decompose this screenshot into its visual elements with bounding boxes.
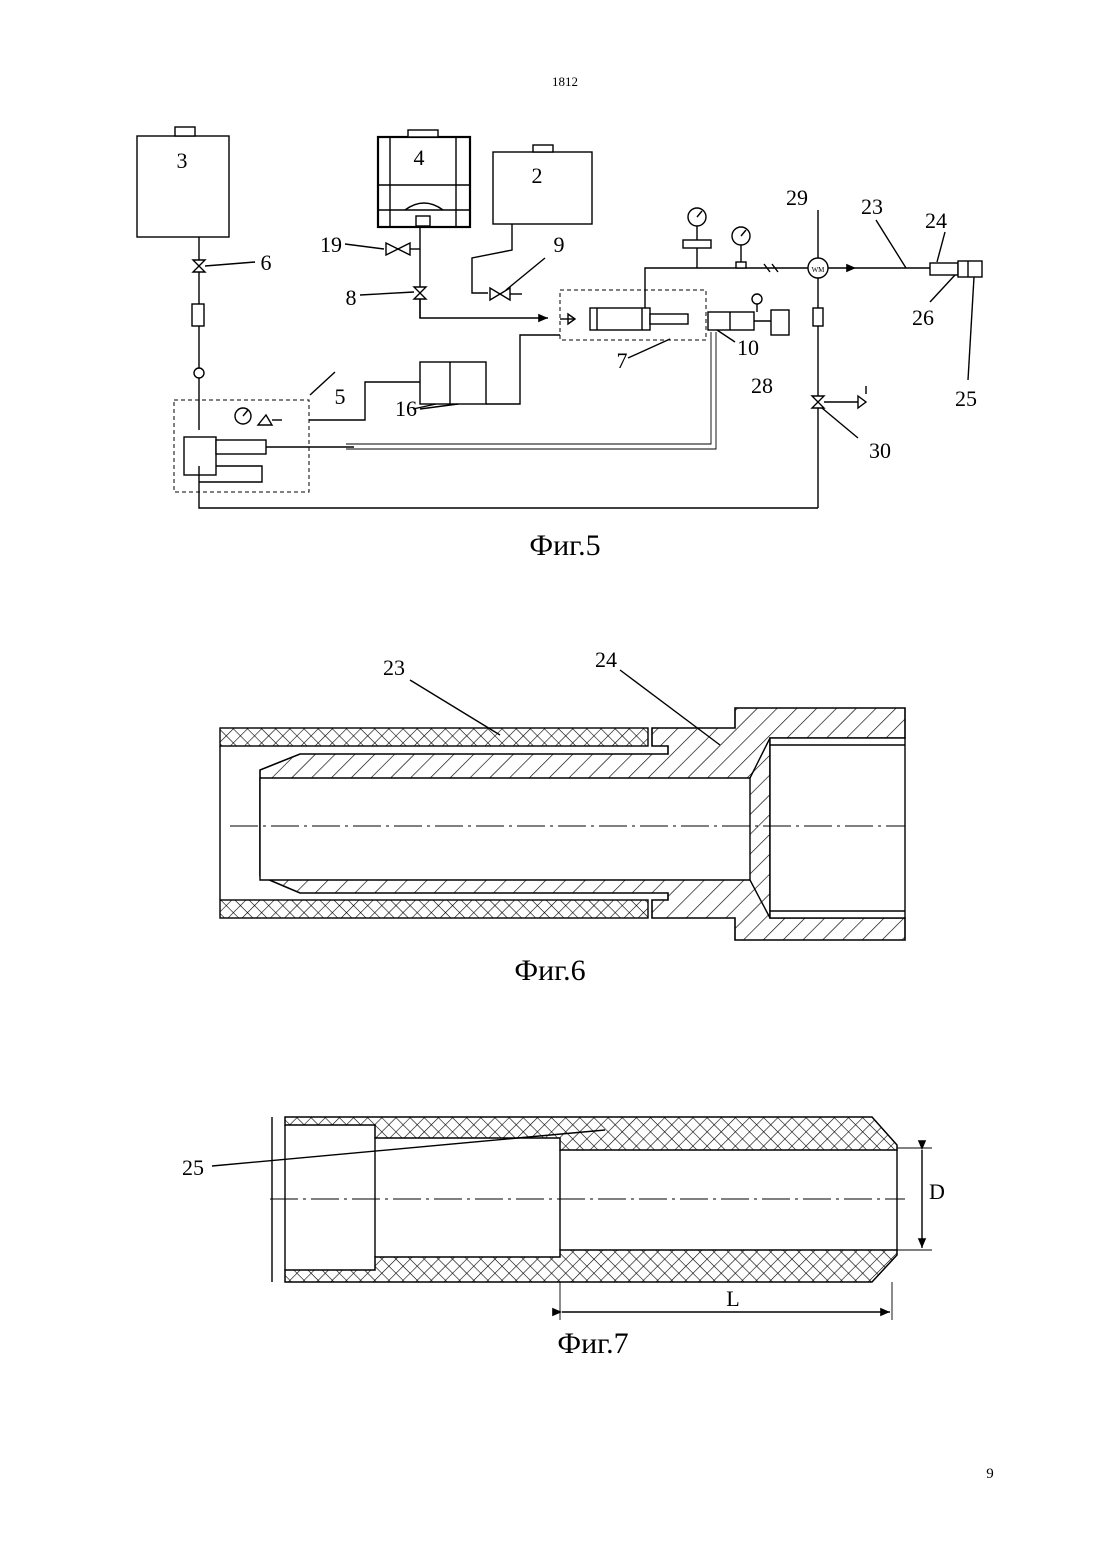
figure-6-hose-fitting: 23 24 Фиг.6 — [220, 647, 905, 987]
pump-station-5: 5 — [174, 372, 354, 492]
label-16: 16 — [395, 396, 417, 421]
label-8: 8 — [346, 285, 357, 310]
label-2: 2 — [532, 163, 543, 188]
label-19: 19 — [320, 232, 342, 257]
figure-7-sleeve: 25 D L Фиг.7 — [182, 1117, 945, 1360]
nozzle-assembly: 24 26 25 — [912, 208, 982, 411]
unit-10: 10 — [708, 294, 771, 360]
control-block-16: 16 — [309, 335, 560, 421]
fig6-label-23: 23 — [383, 655, 405, 680]
filter-element — [192, 304, 204, 326]
meter-text: WM — [812, 266, 826, 274]
label-7: 7 — [617, 348, 628, 373]
label-6: 6 — [261, 250, 272, 275]
fig6-label-24: 24 — [595, 647, 617, 672]
figure-7-caption: Фиг.7 — [557, 1327, 628, 1360]
label-28: 28 — [751, 373, 773, 398]
figure-5-hydraulic-scheme: 3 4 2 6 — [137, 127, 982, 562]
hose-23-lower-wall — [220, 900, 648, 918]
page-number: 9 — [986, 1466, 994, 1482]
tank-3: 3 — [137, 127, 229, 237]
figure-6-caption: Фиг.6 — [514, 954, 585, 987]
label-30: 30 — [869, 438, 891, 463]
dimension-d: D — [929, 1179, 945, 1204]
label-4: 4 — [414, 145, 425, 170]
label-3: 3 — [177, 148, 188, 173]
label-29: 29 — [786, 185, 808, 210]
fitting-bore — [260, 778, 750, 880]
check-valve — [813, 308, 823, 326]
figure-5-caption: Фиг.5 — [529, 529, 600, 562]
sleeve-top-wall — [285, 1117, 897, 1150]
label-25: 25 — [955, 386, 977, 411]
dosing-unit-7: 7 — [560, 290, 706, 373]
label-9: 9 — [554, 232, 565, 257]
gauges — [683, 208, 778, 272]
header-number: 1812 — [552, 74, 578, 89]
valve-8: 8 — [346, 285, 427, 310]
hose-23-upper-wall — [220, 728, 648, 746]
valve-9: 9 — [490, 232, 565, 300]
valve-30: 30 — [812, 386, 891, 463]
valve-19: 19 — [320, 232, 420, 257]
flow-meter-29: WM 29 — [786, 185, 828, 278]
valve-6: 6 — [193, 250, 272, 275]
flow-indicator — [194, 368, 204, 378]
label-26: 26 — [912, 305, 934, 330]
fitting-thread-cavity — [770, 738, 905, 918]
fig7-label-25: 25 — [182, 1155, 204, 1180]
container-4: 4 — [378, 130, 470, 227]
label-5: 5 — [335, 384, 346, 409]
label-23: 23 — [861, 194, 883, 219]
label-24: 24 — [925, 208, 947, 233]
label-10: 10 — [737, 335, 759, 360]
tank-2: 2 — [493, 145, 592, 224]
dimension-l: L — [726, 1286, 739, 1311]
sleeve-bottom-wall — [285, 1250, 897, 1282]
